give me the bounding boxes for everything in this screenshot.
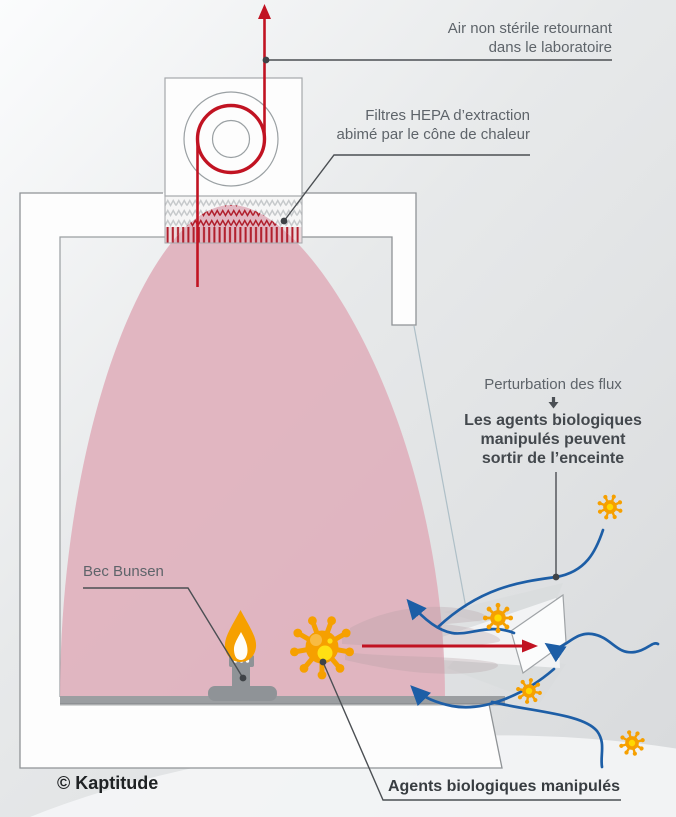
work-surface xyxy=(60,696,505,706)
flux-line3: sortir de l’enceinte xyxy=(481,450,625,467)
fan-icon xyxy=(164,77,303,197)
cabinet-outline xyxy=(19,192,503,769)
flux-heading: Perturbation des flux xyxy=(484,376,622,393)
bunsen-leader xyxy=(83,587,244,679)
air-return-line1: Air non stérile retournant xyxy=(447,20,612,37)
hepa-filter-label: Filtres HEPA d’extraction abimé par le c… xyxy=(337,106,530,144)
down-arrow-icon xyxy=(548,397,558,409)
leader-lines xyxy=(83,59,621,801)
flux-line2: manipulés peuvent xyxy=(480,431,626,448)
front-panel xyxy=(20,704,502,768)
virus-icon xyxy=(481,601,515,635)
bunsen-burner-label: Bec Bunsen xyxy=(83,563,164,580)
air-return-label: Air non stérile retournant dans le labor… xyxy=(448,19,612,57)
heat-cone xyxy=(60,205,445,698)
hepa-leader xyxy=(283,154,530,222)
air-return-line2: dans le laboratoire xyxy=(488,39,612,56)
copyright-credit: © Kaptitude xyxy=(57,773,159,793)
red-escape-arrow xyxy=(362,639,538,653)
flame-icon xyxy=(224,610,257,662)
sash-pane xyxy=(510,593,567,674)
wavy-airflow-icon xyxy=(544,632,660,663)
virus-icon xyxy=(290,616,354,680)
biological-agents-label: Agents biologiques manipulés xyxy=(387,778,620,795)
sash-line xyxy=(413,325,467,609)
up-arrow-icon xyxy=(258,4,271,19)
leader-dots xyxy=(239,56,560,682)
flux-line1: Les agents biologiques xyxy=(464,412,642,429)
agents-leader xyxy=(322,661,621,801)
hepa-line1: Filtres HEPA d’extraction xyxy=(365,107,530,124)
wavy-airflow-icon xyxy=(406,598,516,635)
red-extraction-airflow xyxy=(196,16,266,287)
hepa-line2: abimé par le cône de chaleur xyxy=(336,126,530,143)
wavy-airflow-icon xyxy=(436,528,605,629)
flux-perturbation-label: Perturbation des flux Les agents biologi… xyxy=(433,375,673,468)
wavy-airflow-icon xyxy=(490,700,604,769)
